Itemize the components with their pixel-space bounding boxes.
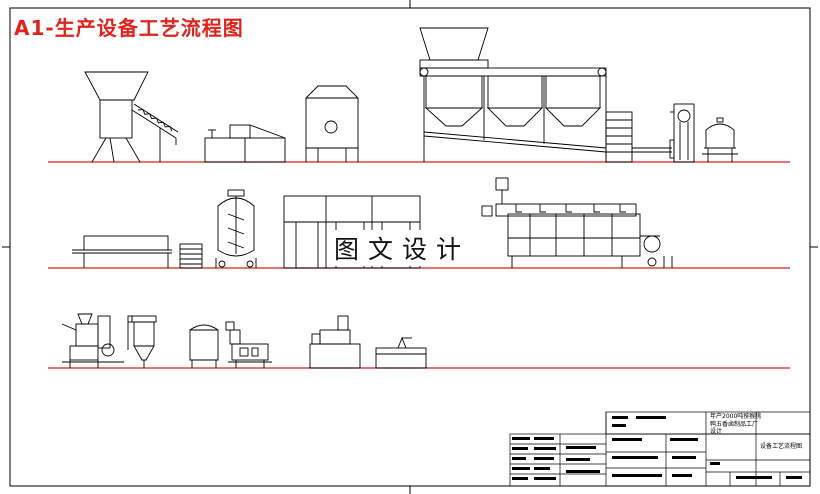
vertical-tank <box>305 85 359 162</box>
washing-machine <box>204 124 286 163</box>
jacketed-kettle <box>215 189 257 268</box>
equipment-row-3 <box>61 313 427 369</box>
title-block <box>509 411 811 487</box>
title-block-project-line-1: 年产2000吨猕猴桃 <box>710 413 762 420</box>
drawing-title: A1-生产设备工艺流程图 <box>14 16 244 40</box>
title-block-project-line-3: 设计 <box>710 428 723 435</box>
equipment-row-2 <box>72 177 673 269</box>
sterilizer <box>309 315 361 369</box>
cooling-table <box>375 336 427 369</box>
storage-drum <box>189 324 219 368</box>
title-block-project-line-2: 鸭五香卤制品工厂 <box>710 421 759 428</box>
sorting-table <box>72 235 172 268</box>
hopper-feeder <box>84 71 179 163</box>
multi-hopper-line <box>419 27 672 163</box>
mixing-tank-row-1 <box>702 117 738 162</box>
continuous-fryer <box>481 177 673 268</box>
vacuum-filler <box>61 313 124 368</box>
title-block-drawing-name: 设备工艺流程图 <box>760 443 803 450</box>
cyclone-separator <box>127 315 157 368</box>
watermark-text: 图文设计 <box>330 230 475 266</box>
equipment-row-1 <box>84 27 738 163</box>
bucket-elevator <box>669 103 695 163</box>
stacked-trays <box>179 243 203 269</box>
packaging-machine <box>225 321 272 368</box>
